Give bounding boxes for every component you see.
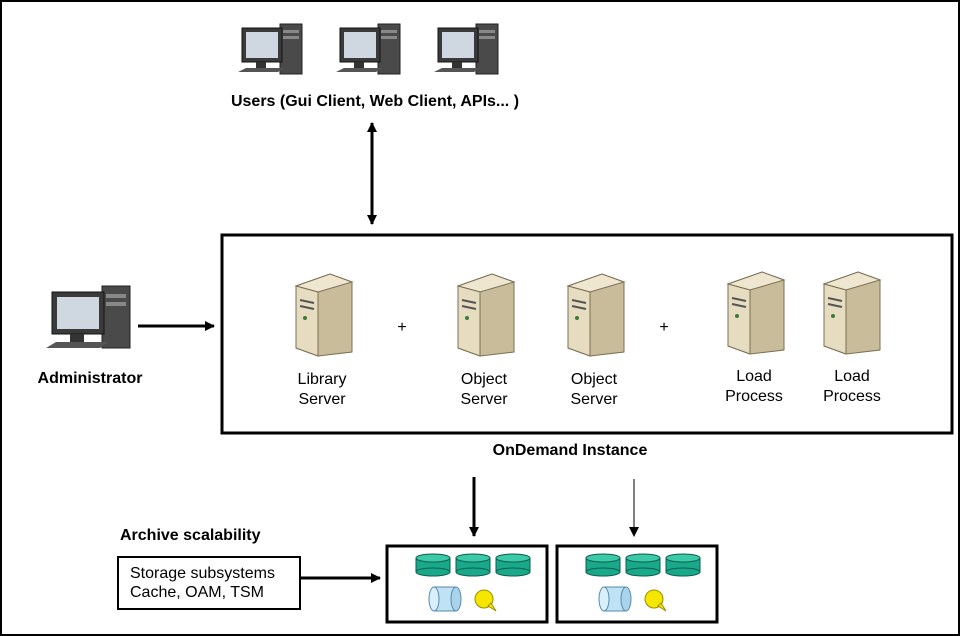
server-label-line2: Server [460, 391, 508, 408]
disk-stack-icon [625, 553, 661, 577]
server-label-line2: Process [725, 388, 783, 405]
archive-box-1 [385, 544, 549, 624]
tape-cylinder-icon [428, 586, 462, 612]
desktop-computer-icon [434, 23, 499, 75]
storage-subsystems-box [117, 556, 301, 610]
server-label-line1: Library [297, 371, 347, 388]
plus-sign: + [397, 319, 407, 336]
server-tower-icon [294, 273, 354, 357]
archive-contents-2 [585, 553, 701, 612]
plus-sign: + [659, 319, 669, 336]
storage-subsystems-text: Storage subsystems Cache, OAM, TSM [130, 564, 300, 602]
server-label: Library Server [272, 370, 372, 410]
tape-cylinder-icon [598, 586, 632, 612]
archive-contents-1 [415, 553, 531, 612]
server-tower-icon [456, 273, 516, 357]
server-label: Load Process [802, 367, 902, 407]
chat-bubble-icon [644, 589, 667, 612]
server-label-line1: Load [834, 368, 870, 385]
server-label-line2: Server [298, 391, 346, 408]
archive-heading: Archive scalability [120, 527, 261, 544]
disk-stack-icon [455, 553, 491, 577]
server-label: Load Process [704, 367, 804, 407]
server-label-line1: Load [736, 368, 772, 385]
disk-stack-icon [495, 553, 531, 577]
disk-stack-icon [585, 553, 621, 577]
server-label-line1: Object [570, 371, 618, 388]
desktop-computer-icon [336, 23, 401, 75]
server-label-line1: Object [460, 371, 508, 388]
server-tower-icon [822, 271, 882, 355]
desktop-computer-icon [46, 285, 131, 349]
storage-line1: Storage subsystems [130, 565, 275, 582]
server-label: Object Server [544, 370, 644, 410]
disk-stack-icon [415, 553, 451, 577]
server-tower-icon [726, 271, 786, 355]
users-label: Users (Gui Client, Web Client, APIs... ) [230, 93, 520, 110]
ondemand-instance-box [220, 233, 954, 435]
storage-line2: Cache, OAM, TSM [130, 584, 264, 601]
disk-stack-icon [665, 553, 701, 577]
archive-box-2 [555, 544, 719, 624]
server-label-line2: Process [823, 388, 881, 405]
desktop-computer-icon [238, 23, 303, 75]
server-tower-icon [566, 273, 626, 357]
server-label-line2: Server [570, 391, 618, 408]
administrator-label: Administrator [37, 370, 143, 387]
server-label: Object Server [434, 370, 534, 410]
chat-bubble-icon [474, 589, 497, 612]
instance-label: OnDemand Instance [492, 442, 648, 459]
